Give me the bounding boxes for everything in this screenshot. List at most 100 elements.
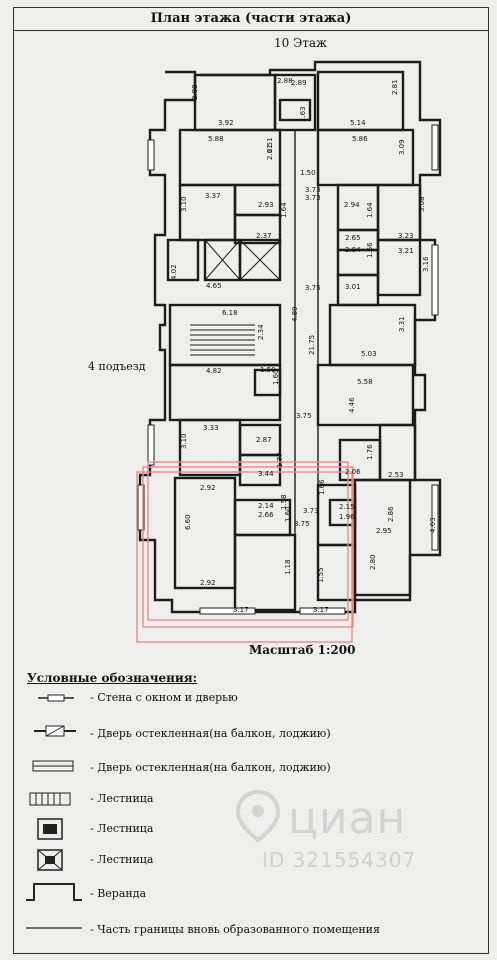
dimension-label: 4.82 xyxy=(206,367,222,375)
legend-item-veranda: - Веранда xyxy=(90,887,147,900)
dimension-label: 4.89 xyxy=(291,306,299,322)
title-divider xyxy=(13,30,489,31)
boundary-line-symbol xyxy=(26,927,82,929)
dimension-label: 5.86 xyxy=(352,135,368,143)
entrance-label: 4 подъезд xyxy=(88,360,146,373)
dimension-label: 2.37 xyxy=(256,232,272,240)
legend-item-stair-1: - Лестница xyxy=(90,792,154,805)
dimension-label: 2.93 xyxy=(258,201,274,209)
dimension-label: 5.03 xyxy=(361,350,377,358)
legend-item-stair-3: - Лестница xyxy=(90,853,154,866)
glazed-door-alt-symbol xyxy=(32,760,74,772)
dimension-label: 3.44 xyxy=(258,470,274,478)
dimension-label: 3.10 xyxy=(180,433,188,449)
dimension-label: 2.06 xyxy=(345,468,361,476)
floor-label: 10 Этаж xyxy=(274,36,328,50)
dimension-label: 2.66 xyxy=(258,511,274,519)
dimension-label: 3.75 xyxy=(294,520,310,528)
stair-shaft-symbol xyxy=(37,849,63,871)
dimension-label: 21.75 xyxy=(308,335,316,355)
dimension-label: 1.64 xyxy=(280,202,288,218)
watermark-listing-id: ID 321554307 xyxy=(262,848,417,872)
wall-window-door-symbol xyxy=(38,694,74,702)
dimension-label: 3.75 xyxy=(305,284,321,292)
dimension-label: 2.92 xyxy=(200,579,216,587)
dimension-label: 3.01 xyxy=(345,283,361,291)
legend-title: Условные обозначения: xyxy=(27,671,198,685)
stair-elevator-symbol xyxy=(37,818,63,840)
dimension-label: 4.46 xyxy=(348,397,356,413)
dimension-label: 3.73 xyxy=(305,186,321,194)
dimension-label: 1.60 xyxy=(272,369,280,385)
dimension-label: 3.17 xyxy=(313,606,329,614)
dimension-label: 2.89 xyxy=(291,79,307,87)
dimension-label: 3.73 xyxy=(303,507,319,515)
dimension-label: 3.08 xyxy=(418,196,426,212)
dimension-label: 1.18 xyxy=(284,559,292,575)
dimension-label: 1.50 xyxy=(260,366,276,374)
legend-item-glazed-door-2: - Дверь остекленная(на балкон, лоджию) xyxy=(90,761,331,774)
dimension-label: 1.76 xyxy=(366,444,374,460)
dimension-label: 2.86 xyxy=(387,506,395,522)
dimension-label: 4.65 xyxy=(206,282,222,290)
dimension-label: 2.88 xyxy=(191,84,199,100)
dimension-label: 2.94 xyxy=(344,201,360,209)
dimension-label: 2.92 xyxy=(200,484,216,492)
veranda-symbol xyxy=(26,883,82,901)
dimension-label: 2.53 xyxy=(388,471,404,479)
dimension-label: 2.65 xyxy=(345,234,361,242)
dimension-label: 5.88 xyxy=(208,135,224,143)
dimension-label: 2.14 xyxy=(258,502,274,510)
page-frame xyxy=(13,7,489,954)
dimension-label: 3.17 xyxy=(233,606,249,614)
dimension-label: 2.15 xyxy=(339,503,355,511)
dimension-label: 3.73 xyxy=(305,194,321,202)
dimension-label: 1.50 xyxy=(300,169,316,177)
dimension-label: 6.60 xyxy=(184,514,192,530)
legend-item-boundary: - Часть границы вновь образованного поме… xyxy=(90,923,380,936)
dimension-label: 2.87 xyxy=(256,436,272,444)
dimension-label: 3.75 xyxy=(296,412,312,420)
dimension-label: 5.58 xyxy=(357,378,373,386)
dimension-label: 3.31 xyxy=(398,316,406,332)
dimension-label: 2.88 xyxy=(277,77,293,85)
dimension-label: 2.61 xyxy=(266,144,274,160)
cian-logo-icon xyxy=(235,789,281,843)
dimension-label: 2.81 xyxy=(391,79,399,95)
dimension-label: 4.02 xyxy=(170,264,178,280)
dimension-label: 5.14 xyxy=(350,119,366,127)
dimension-label: 3.23 xyxy=(398,232,414,240)
dimension-label: 3.33 xyxy=(203,424,219,432)
dimension-label: 1.64 xyxy=(366,202,374,218)
legend-item-stair-2: - Лестница xyxy=(90,822,154,835)
stair-symbol xyxy=(29,792,71,806)
dimension-label: 4.03 xyxy=(429,517,437,533)
dimension-label: 3.92 xyxy=(218,119,234,127)
watermark-brand: циан xyxy=(288,793,407,844)
dimension-label: 3.21 xyxy=(398,247,414,255)
legend-item-wall: - Стена с окном и дверью xyxy=(90,691,238,704)
dimension-label: 1.77 xyxy=(276,452,284,468)
legend-item-glazed-door-1: - Дверь остекленная(на балкон, лоджию) xyxy=(90,727,331,740)
dimension-label: 1.58 xyxy=(280,494,288,510)
dimension-label: 1.66 xyxy=(366,242,374,258)
dimension-label: 2.84 xyxy=(345,246,361,254)
scale-label: Масштаб 1:200 xyxy=(249,643,356,657)
glazed-door-symbol xyxy=(34,725,76,737)
dimension-label: 1.63 xyxy=(299,106,307,122)
dimension-label: 1.66 xyxy=(318,479,326,495)
dimension-label: 3.16 xyxy=(422,256,430,272)
dimension-label: 1.96 xyxy=(339,513,355,521)
dimension-label: 3.10 xyxy=(180,196,188,212)
dimension-label: 1.55 xyxy=(317,567,325,583)
dimension-label: 2.51 xyxy=(266,137,274,153)
dimension-label: 2.95 xyxy=(376,527,392,535)
dimension-label: 2.80 xyxy=(369,554,377,570)
dimension-label: 6.18 xyxy=(222,309,238,317)
dimension-label: 3.09 xyxy=(398,139,406,155)
dimension-label: 1.60 xyxy=(284,506,292,522)
dimension-label: 3.37 xyxy=(205,192,221,200)
dimension-label: 2.34 xyxy=(257,324,265,340)
